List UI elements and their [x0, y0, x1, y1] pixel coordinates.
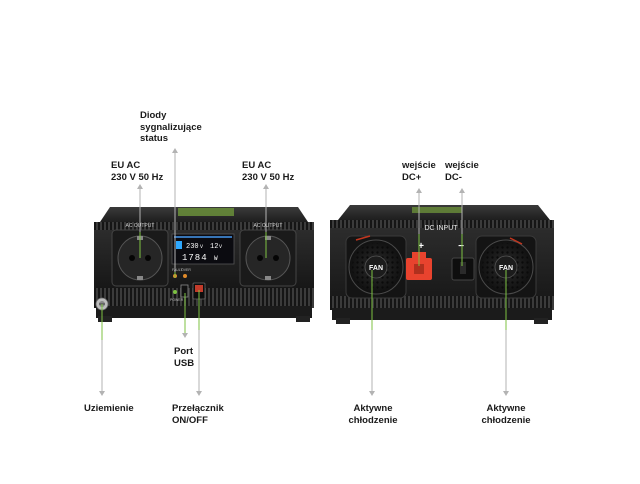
label-wejscie-minus-line2: DC-	[445, 171, 462, 183]
label-port-usb-line1: Port	[174, 346, 193, 357]
front-lid-logo	[178, 208, 234, 216]
back-fins-bottom	[330, 296, 554, 310]
label-aktywne-right: Aktywne chłodzenie	[478, 403, 534, 426]
lcd-voltage-in: 12	[210, 243, 218, 251]
fan-right-label: FAN	[499, 265, 513, 272]
dc-minus-terminal	[451, 257, 475, 281]
label-wejscie-plus-line2: DC+	[402, 171, 422, 183]
label-aktywne-right-line2: chłodzenie	[481, 414, 531, 426]
ac-output-right-label: AC OUTPUT	[254, 223, 283, 229]
label-eu-ac-left-line2: 230 V 50 Hz	[111, 171, 164, 183]
power-led	[173, 290, 177, 294]
over-label: OVER	[181, 268, 191, 272]
inverter-back: DC INPUT + − FAN FAN	[330, 205, 554, 324]
label-przelacznik: Przełącznik ON/OFF	[172, 403, 224, 426]
lcd-voltage-in-unit: V	[219, 244, 222, 250]
dc-plus-symbol: +	[418, 241, 424, 252]
label-eu-ac-right-line1: EU AC	[242, 160, 272, 171]
fan-right: FAN	[475, 235, 537, 299]
label-przelacznik-line1: Przełącznik	[172, 403, 224, 414]
label-port-usb-line2: USB	[174, 357, 195, 369]
fan-left: FAN	[345, 235, 407, 299]
label-aktywne-right-line1: Aktywne	[486, 403, 526, 414]
label-eu-ac-right: EU AC 230 V 50 Hz	[242, 160, 294, 183]
label-eu-ac-left-line1: EU AC	[111, 160, 141, 171]
label-diody-line1: Diody	[140, 110, 167, 121]
lcd-voltage-out-unit: V	[200, 244, 203, 250]
pointer-lines	[99, 148, 509, 396]
front-base	[96, 306, 312, 318]
fan-left-label: FAN	[369, 265, 383, 272]
label-uziemienie: Uziemienie	[84, 403, 134, 415]
back-fins-top	[330, 220, 554, 230]
power-label: POWER	[170, 298, 184, 302]
dc-input-label: DC INPUT	[424, 225, 458, 232]
front-foot-right	[296, 316, 310, 322]
front-fins-top	[94, 222, 314, 232]
label-wejscie-plus: wejście DC+	[402, 160, 436, 183]
label-eu-ac-left: EU AC 230 V 50 Hz	[111, 160, 163, 183]
dc-minus-symbol: −	[458, 241, 464, 252]
label-wejscie-minus-line1: wejście	[445, 160, 479, 171]
label-wejscie-plus-line1: wejście	[402, 160, 436, 171]
label-diody: Diody sygnalizujące status	[140, 110, 202, 145]
over-led	[183, 274, 187, 278]
label-wejscie-minus: wejście DC-	[445, 160, 479, 183]
label-port-usb: Port USB	[174, 346, 194, 369]
label-aktywne-left-line2: chłodzenie	[348, 414, 398, 426]
back-foot-right	[534, 318, 548, 324]
label-przelacznik-line2: ON/OFF	[172, 414, 208, 426]
label-aktywne-left-line1: Aktywne	[353, 403, 393, 414]
label-uziemienie-line1: Uziemienie	[84, 403, 134, 414]
lcd-voltage-out: 230	[186, 243, 199, 251]
front-foot-left	[98, 316, 112, 322]
inverter-front: AC OUTPUT AC OUTPUT 230 V 12 V 1784 W FA…	[94, 207, 314, 322]
label-diody-line2: sygnalizujące	[140, 121, 202, 133]
label-aktywne-left: Aktywne chłodzenie	[345, 403, 401, 426]
back-base	[332, 308, 552, 320]
fault-label: FAULT	[172, 268, 183, 272]
back-lid-logo	[412, 207, 462, 213]
label-eu-ac-right-line2: 230 V 50 Hz	[242, 171, 295, 183]
label-diody-line3: status	[140, 133, 168, 144]
lcd-display: 230 V 12 V 1784 W	[171, 233, 235, 265]
lcd-power-unit: W	[214, 255, 218, 262]
lcd-power: 1784	[182, 253, 208, 263]
back-foot-left	[336, 318, 350, 324]
ac-socket-right	[239, 229, 297, 287]
